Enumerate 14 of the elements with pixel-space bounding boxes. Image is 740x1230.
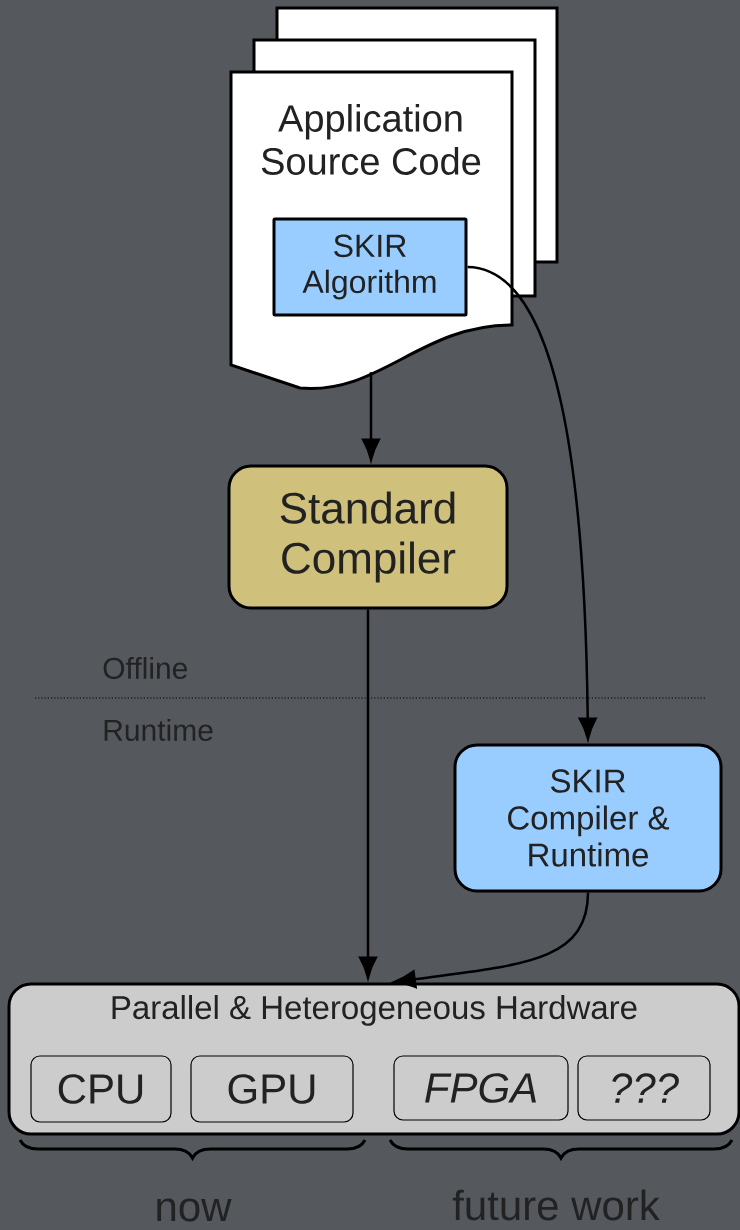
arrow — [467, 265, 597, 740]
gpu-box: GPU — [190, 1055, 354, 1123]
compiler-box: Standard Compiler — [227, 464, 509, 610]
unknown-box: ??? — [577, 1055, 711, 1121]
cpu-box: CPU — [30, 1055, 172, 1123]
offline-label: Offline — [103, 657, 188, 680]
arrow — [358, 609, 378, 979]
brace-caption: future work — [452, 1189, 660, 1221]
runtime-box: SKIR Compiler & Runtime — [453, 743, 723, 893]
arrow — [361, 372, 381, 461]
fpga-box: FPGA — [393, 1055, 569, 1121]
runtime-label: Runtime — [104, 719, 213, 742]
algorithm-box: SKIR Algorithm — [272, 217, 468, 317]
brace-caption: now — [157, 1198, 232, 1222]
